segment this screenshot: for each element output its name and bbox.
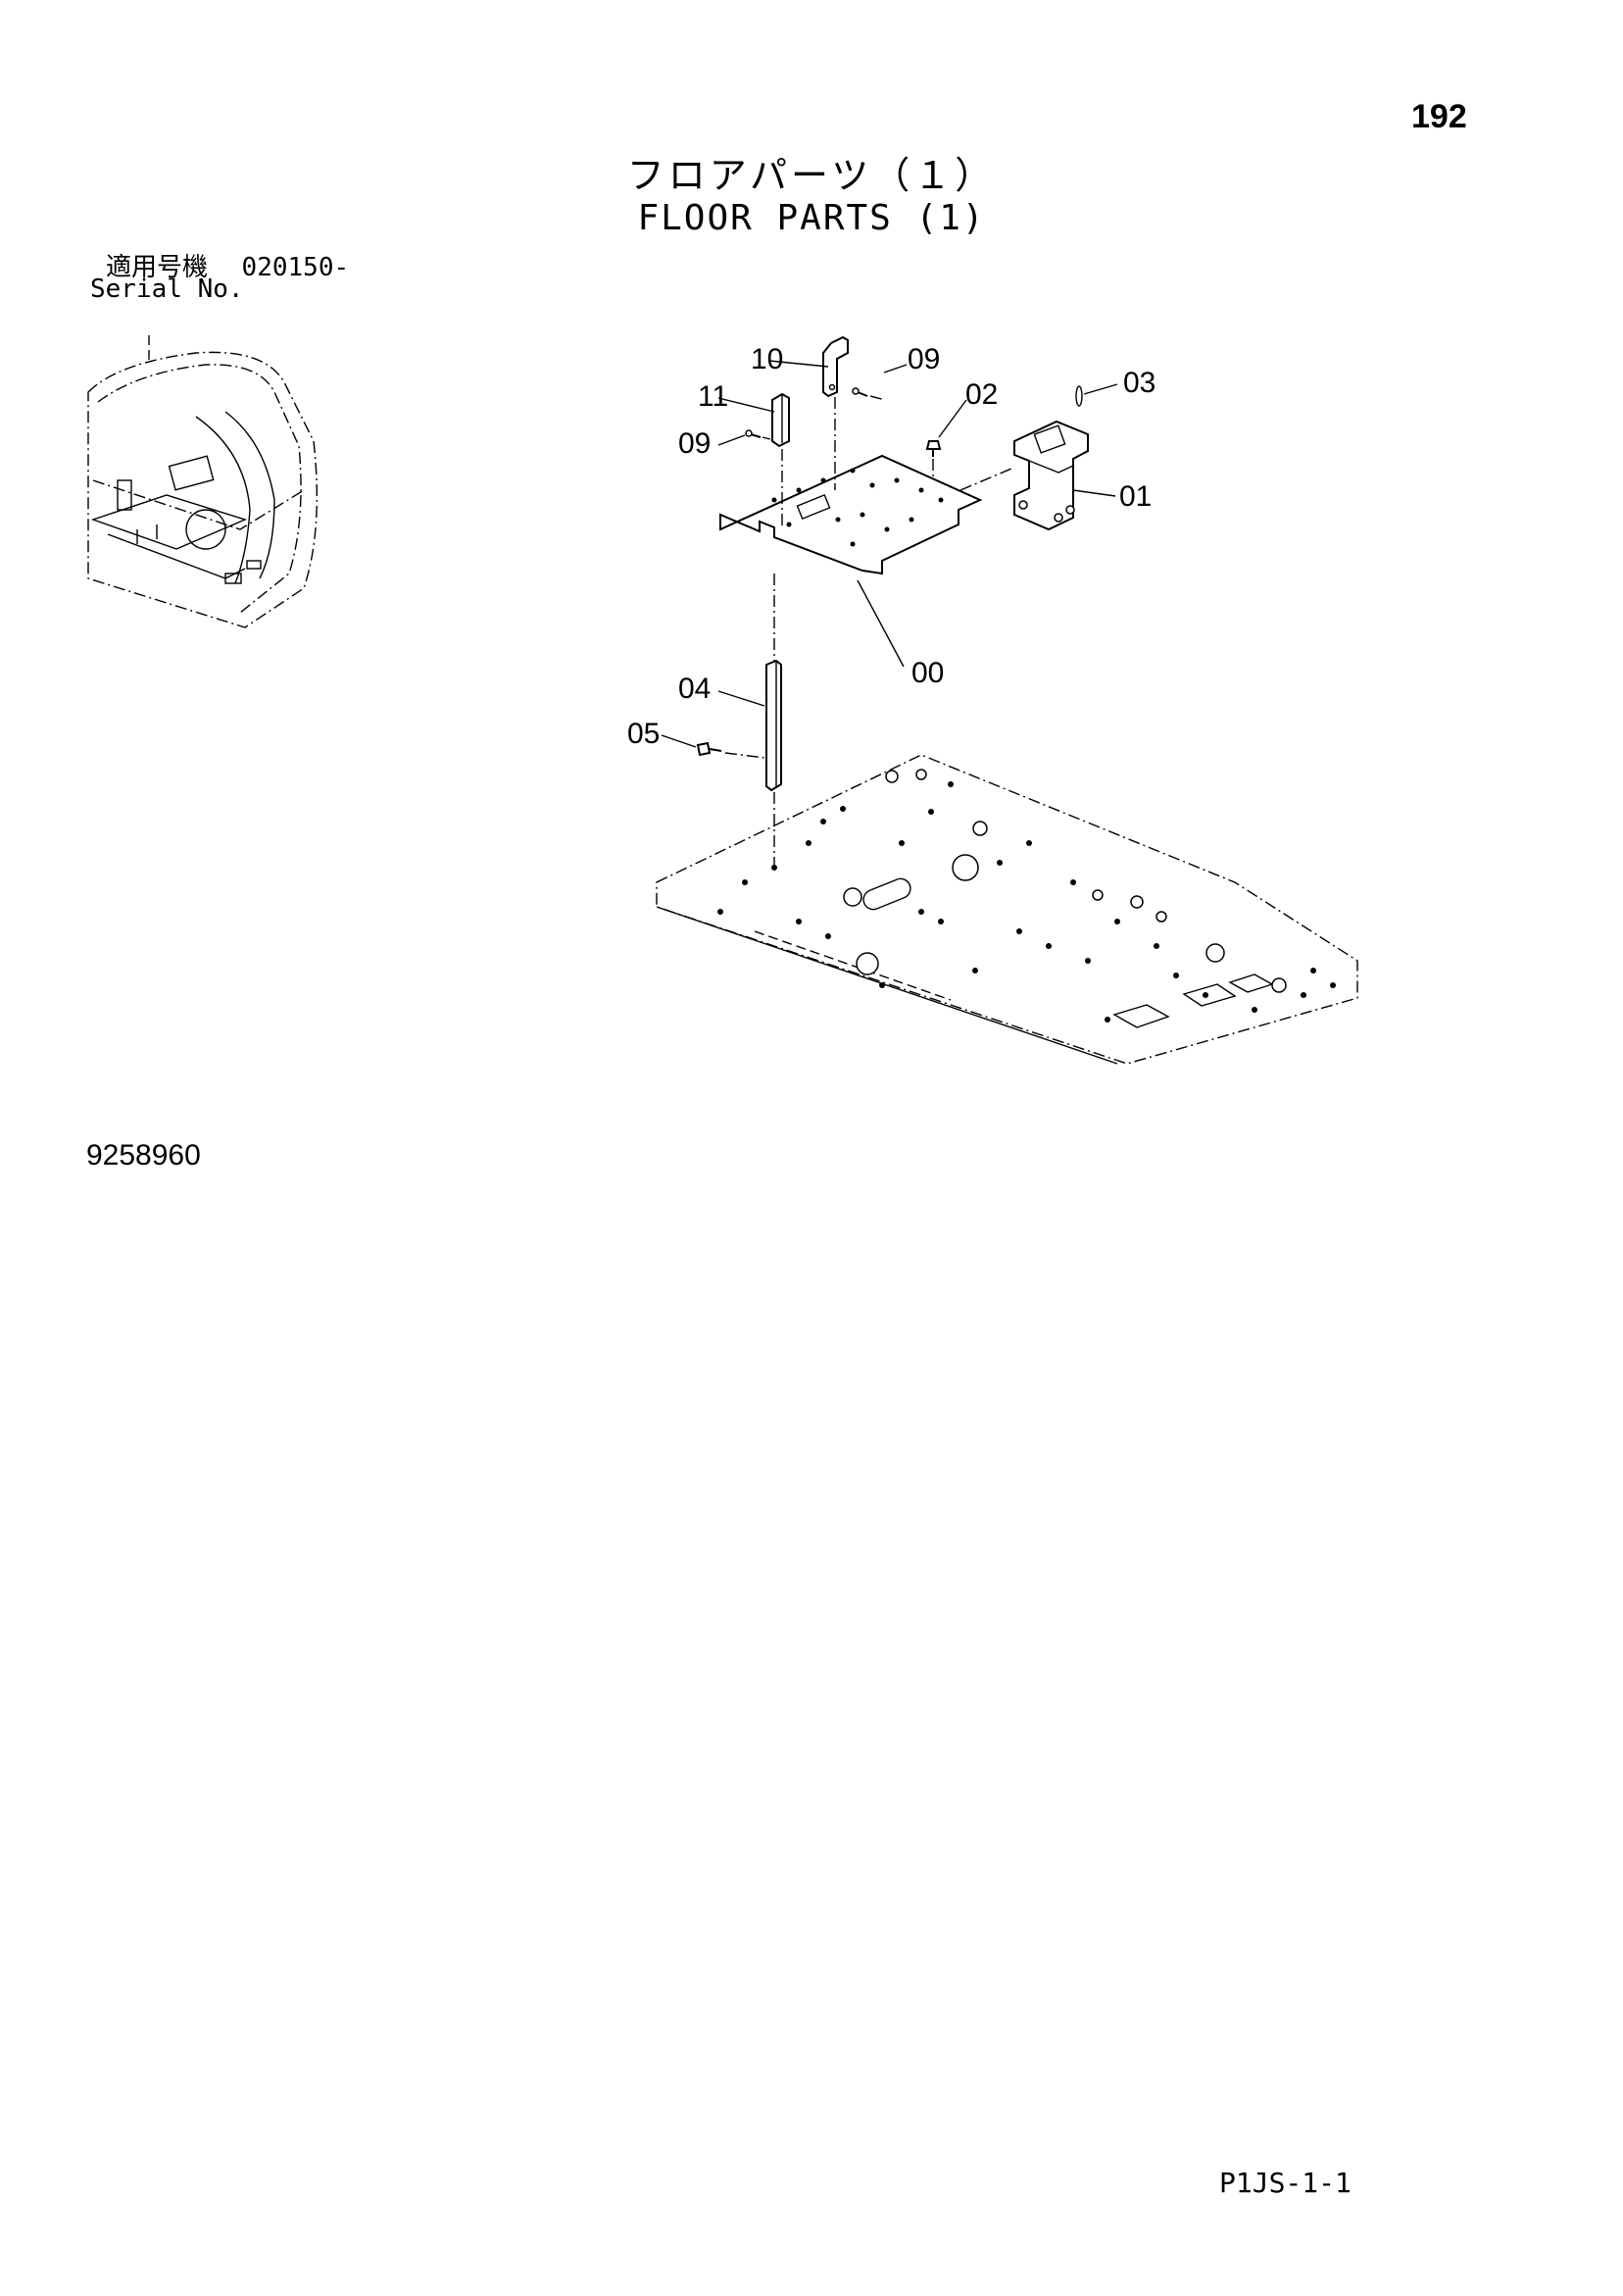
- callout-00: 00: [911, 657, 944, 689]
- floor-cover-plate: [719, 454, 983, 575]
- callout-05: 05: [627, 718, 660, 750]
- bolt-part: [925, 440, 942, 457]
- floor-parts-exploded-diagram: 10 09 11 02 03 09 01 00 04 05: [627, 335, 1358, 1065]
- serial-applicability: 適用号機 020150-: [106, 247, 349, 283]
- footer-code: P1JS-1-1: [1219, 2167, 1352, 2199]
- callout-02: 02: [965, 378, 998, 411]
- callout-10: 10: [751, 343, 783, 375]
- pin-part: [1075, 385, 1083, 407]
- vertical-stay: [765, 659, 782, 792]
- serial-label-japanese: 適用号機: [106, 253, 209, 282]
- bolt-lower: [696, 741, 722, 757]
- callout-11: 11: [698, 380, 728, 413]
- callout-03: 03: [1123, 367, 1156, 399]
- page-title-japanese: フロアパーツ（１）: [626, 154, 997, 197]
- screws-small: [745, 387, 868, 438]
- callout-01: 01: [1119, 480, 1152, 513]
- control-stand-bracket: [1013, 420, 1089, 531]
- floor-plate: [656, 754, 1358, 1065]
- callout-09-upper: 09: [908, 343, 940, 375]
- serial-label-english: Serial No.: [90, 275, 244, 304]
- assembly-centerlines: [724, 395, 1012, 868]
- page-title-english: FLOOR PARTS (1): [637, 198, 986, 238]
- serial-value: 020150-: [241, 253, 350, 282]
- leader-lines: [661, 360, 1118, 748]
- drawing-number: 9258960: [86, 1139, 201, 1172]
- cab-outline: [87, 335, 319, 628]
- callout-04: 04: [678, 673, 711, 705]
- cab-locator-thumbnail: [87, 335, 319, 628]
- bracket-upper: [822, 335, 849, 398]
- cab-floor-detail: [90, 455, 262, 584]
- page-number: 192: [1411, 98, 1467, 135]
- bracket-lower: [771, 392, 790, 448]
- callout-09-lower: 09: [678, 427, 711, 460]
